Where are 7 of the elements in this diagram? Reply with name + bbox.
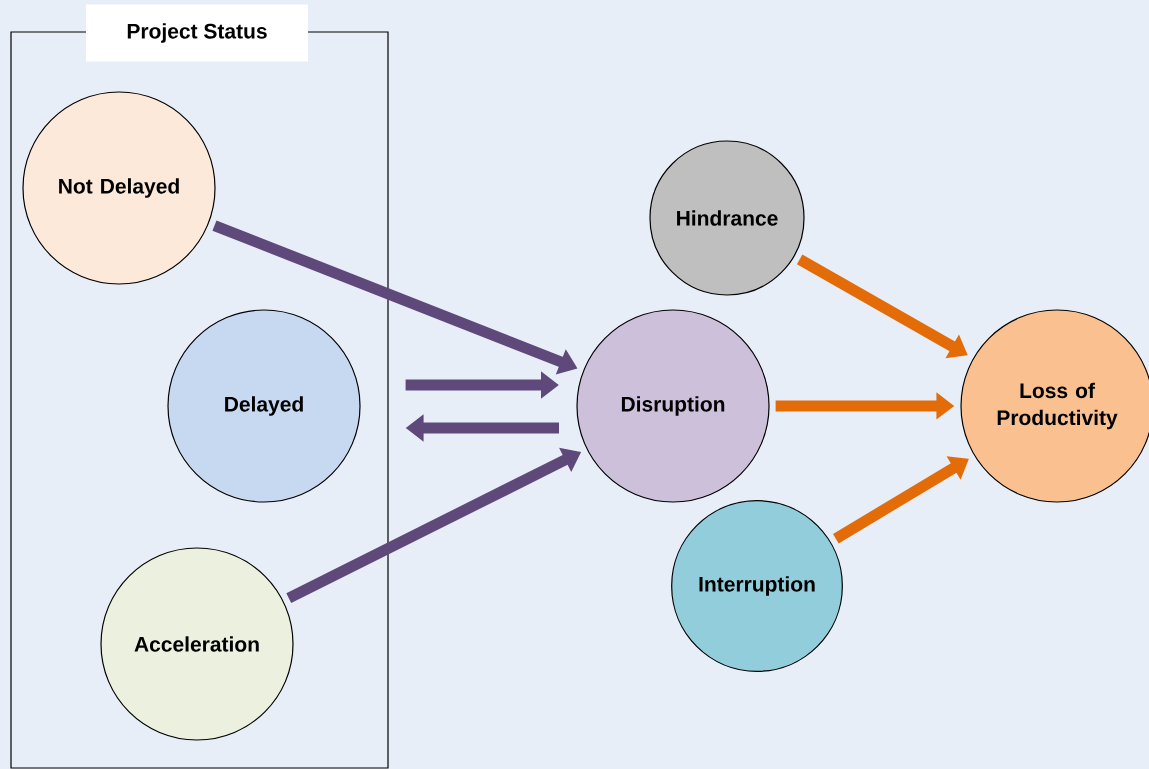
circle-node: Interruption [671, 500, 843, 672]
circle-node: Loss of Productivity [960, 309, 1149, 503]
circle-node: Hindrance [649, 140, 805, 296]
circle-node: Delayed [167, 309, 361, 503]
circle-node: Acceleration [100, 547, 294, 741]
circle-node: Not Delayed [22, 91, 216, 285]
circle-node: Disruption [576, 309, 770, 503]
